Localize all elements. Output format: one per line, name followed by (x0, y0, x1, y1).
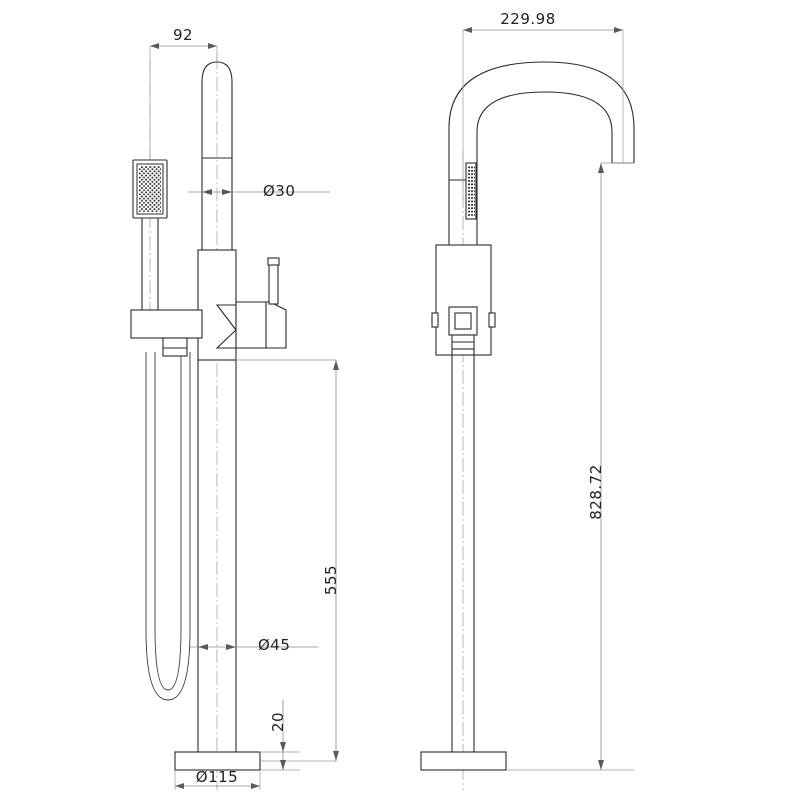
dim-229-98-text: 229.98 (500, 10, 556, 28)
dim-20: 20 (260, 700, 300, 771)
dim-d45-text: Ø45 (258, 636, 290, 654)
side-collar-lug-right (488, 312, 496, 328)
handshower-wand (132, 159, 168, 318)
dim-828-72: 828.72 (506, 162, 634, 771)
dim-20-text: 20 (269, 712, 287, 732)
holder-hose-nut (162, 337, 188, 357)
holder-bracket (130, 309, 203, 339)
spout-outer-curve (448, 61, 635, 180)
dim-229-98: 229.98 (462, 10, 624, 200)
handle-lever-stem (268, 261, 279, 305)
riser-upper-tube (201, 61, 233, 251)
gooseneck-spout (448, 61, 635, 180)
side-collar-lug-left (431, 312, 439, 328)
dim-d45: Ø45 (190, 636, 318, 654)
dim-d115-text: Ø115 (196, 768, 238, 786)
lever-handle (215, 257, 287, 349)
shower-hose (145, 352, 191, 701)
hose-inner-loop (154, 352, 182, 691)
handle-lever-cap (267, 257, 280, 266)
dim-555: 555 (236, 359, 340, 762)
dim-d115: Ø115 (174, 768, 261, 790)
riser-tube-outline (201, 61, 233, 251)
dim-92: 92 (149, 26, 218, 158)
side-holder-collar (431, 244, 496, 356)
dim-555-text: 555 (322, 565, 340, 595)
side-lower-column (451, 349, 475, 752)
hose-outer-loop (145, 352, 191, 701)
lower-column (197, 360, 237, 752)
side-base-flange (420, 751, 507, 771)
dim-d30-text: Ø30 (263, 182, 295, 200)
handle-body (235, 301, 287, 349)
side-handshower (465, 162, 477, 220)
side-collar-inner (454, 312, 472, 330)
handshower-spray-dots (139, 166, 161, 212)
handshower-holder (130, 309, 203, 357)
spout-inner-curve (476, 91, 613, 180)
side-handshower-spray-dots (468, 166, 475, 216)
front-elevation-view: 92 Ø30 555 (130, 26, 340, 790)
side-base-flange-block (420, 751, 507, 771)
dim-92-text: 92 (173, 26, 193, 44)
dim-828-72-text: 828.72 (587, 464, 605, 520)
dim-d30: Ø30 (188, 182, 330, 200)
side-elevation-view: 229.98 828.72 (420, 10, 635, 790)
